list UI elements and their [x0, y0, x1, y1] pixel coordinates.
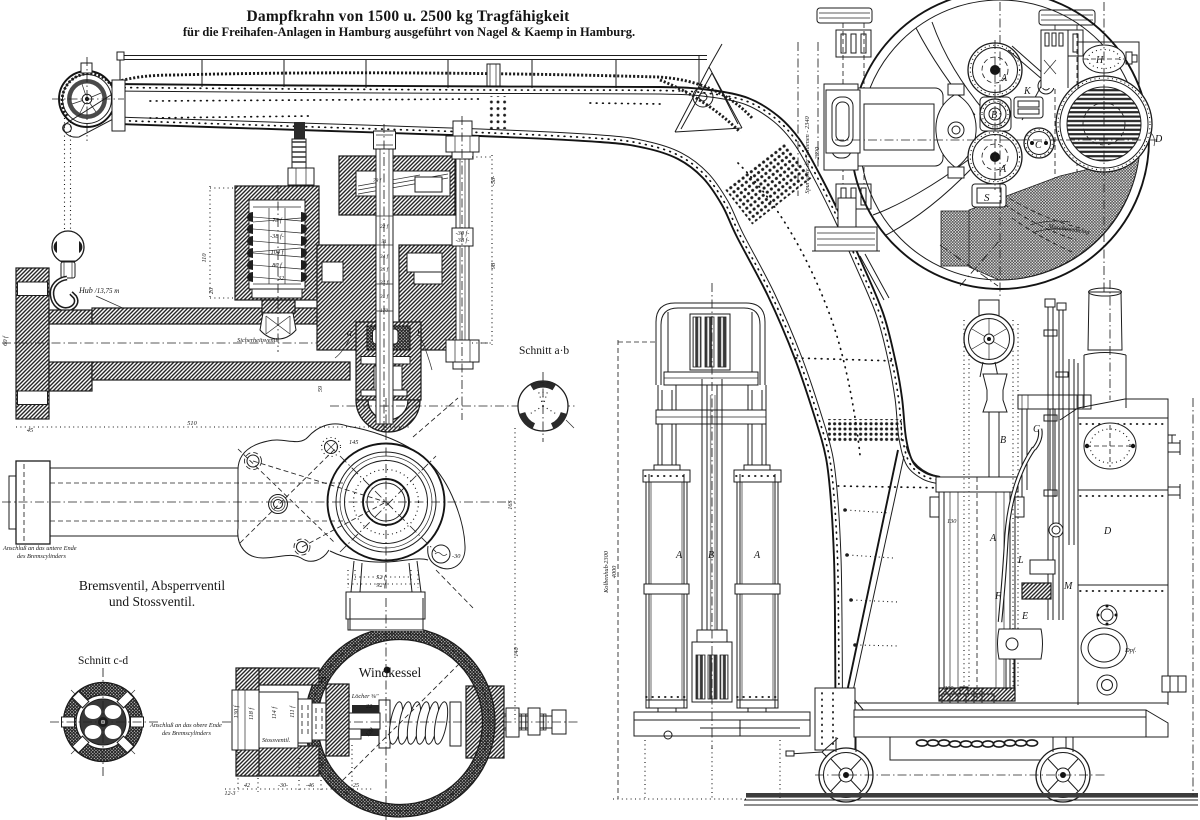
- svg-text:Anschluß an das obere Ende: Anschluß an das obere Ende: [149, 722, 222, 729]
- svg-text:Windkessel: Windkessel: [359, 665, 422, 680]
- svg-text:118 f: 118 f: [248, 707, 255, 721]
- svg-text:-46: -46: [306, 782, 314, 789]
- svg-text:25: 25: [353, 783, 359, 789]
- svg-text:51: 51: [381, 239, 387, 245]
- svg-text:D: D: [1103, 526, 1112, 537]
- svg-text:Schnitt c-d: Schnitt c-d: [78, 655, 128, 667]
- svg-text:Hub /13,75 m: Hub /13,75 m: [78, 286, 119, 295]
- svg-text:3 Löcher ⅝": 3 Löcher ⅝": [346, 693, 379, 700]
- svg-text:Kolbenhub·2300: Kolbenhub·2300: [603, 550, 610, 594]
- svg-text:42: 42: [244, 782, 250, 789]
- svg-text:B: B: [991, 110, 997, 121]
- svg-text:Stossventil.: Stossventil.: [262, 737, 291, 744]
- svg-text:für die Freihafen-Anlagen in H: für die Freihafen-Anlagen in Hamburg aus…: [183, 25, 635, 39]
- svg-text:M: M: [1063, 581, 1073, 592]
- svg-text:C: C: [1035, 140, 1042, 151]
- svg-text:130: 130: [947, 518, 957, 525]
- svg-text:110: 110: [201, 253, 208, 263]
- svg-text:Anschluß an das untere Ende: Anschluß an das untere Ende: [2, 545, 77, 552]
- svg-text:45: 45: [27, 427, 33, 434]
- svg-text:80 f: 80 f: [272, 262, 283, 269]
- svg-text:Sicherheitsventil: Sicherheitsventil: [237, 337, 279, 344]
- svg-text:H: H: [1095, 55, 1104, 66]
- svg-text:-58-: -58-: [490, 176, 497, 187]
- svg-text:22: 22: [366, 703, 373, 710]
- svg-text:4000: 4000: [611, 565, 618, 578]
- svg-text:-38 f-: -38 f-: [456, 237, 470, 244]
- svg-text:B: B: [708, 550, 714, 561]
- svg-text:59: 59: [317, 385, 324, 392]
- svg-text:A: A: [989, 533, 997, 544]
- svg-text:130 f: 130 f: [233, 704, 240, 718]
- svg-text:34 f: 34 f: [380, 279, 390, 286]
- svg-text:31 f: 31 f: [380, 293, 390, 300]
- svg-text:92 f: 92 f: [376, 582, 387, 589]
- svg-text:und Stossventil.: und Stossventil.: [109, 594, 195, 609]
- svg-text:114 f: 114 f: [271, 706, 278, 720]
- svg-text:12-3: 12-3: [225, 791, 236, 797]
- svg-text:111 f: 111 f: [289, 705, 296, 718]
- svg-text:K: K: [1023, 86, 1032, 97]
- svg-text:D: D: [1154, 134, 1163, 145]
- svg-text:S: S: [984, 192, 990, 204]
- svg-text:A: A: [999, 164, 1007, 175]
- svg-text:- 2890: - 2890: [814, 146, 821, 163]
- svg-text:C: C: [1033, 424, 1040, 435]
- svg-text:Dpf.: Dpf.: [1124, 647, 1137, 654]
- svg-text:Schnitt a·b: Schnitt a·b: [519, 345, 569, 357]
- svg-text:Spurweite der Schienen - 2340: Spurweite der Schienen - 2340: [804, 116, 811, 194]
- svg-text:des Bremscylinders: des Bremscylinders: [162, 730, 211, 737]
- svg-text:78 f: 78 f: [373, 177, 383, 184]
- svg-text:60 f: 60 f: [2, 335, 9, 346]
- svg-text:F: F: [994, 591, 1002, 602]
- svg-text:34 f: 34 f: [380, 253, 390, 260]
- svg-text:des Bremscylinders: des Bremscylinders: [17, 553, 66, 560]
- svg-text:B: B: [1000, 435, 1006, 446]
- svg-text:22 f: 22 f: [380, 223, 390, 230]
- svg-text:E: E: [1021, 611, 1028, 622]
- svg-text:140: 140: [513, 646, 520, 656]
- svg-text:A: A: [675, 550, 683, 561]
- svg-text:-38 f-: -38 f-: [270, 233, 284, 240]
- svg-text:98: 98: [490, 262, 497, 269]
- svg-text:510: 510: [187, 420, 197, 427]
- svg-text:Dampfkrahn von 1500 u. 2500 kg: Dampfkrahn von 1500 u. 2500 kg Tragfähig…: [246, 8, 570, 25]
- svg-text:c: c: [321, 760, 326, 771]
- svg-text:165: 165: [507, 500, 514, 509]
- svg-text:A: A: [1000, 73, 1008, 84]
- svg-text:-30 f-: -30 f-: [456, 230, 470, 237]
- svg-text:35 f: 35 f: [380, 266, 390, 273]
- svg-text:L: L: [1017, 555, 1024, 566]
- svg-text:-30: -30: [452, 553, 461, 560]
- svg-text:145: 145: [349, 439, 358, 446]
- svg-text:170: 170: [380, 308, 388, 314]
- svg-text:A: A: [753, 550, 761, 561]
- svg-text:a: a: [347, 328, 352, 339]
- svg-text:32: 32: [277, 275, 285, 282]
- svg-text:Bremsventil, Absperrventil: Bremsventil, Absperrventil: [79, 578, 225, 593]
- svg-text:b: b: [417, 328, 422, 339]
- svg-text:-30-: -30-: [278, 783, 288, 789]
- svg-text:P: P: [319, 676, 326, 687]
- svg-text:120: 120: [364, 726, 376, 738]
- svg-text:20: 20: [208, 287, 215, 294]
